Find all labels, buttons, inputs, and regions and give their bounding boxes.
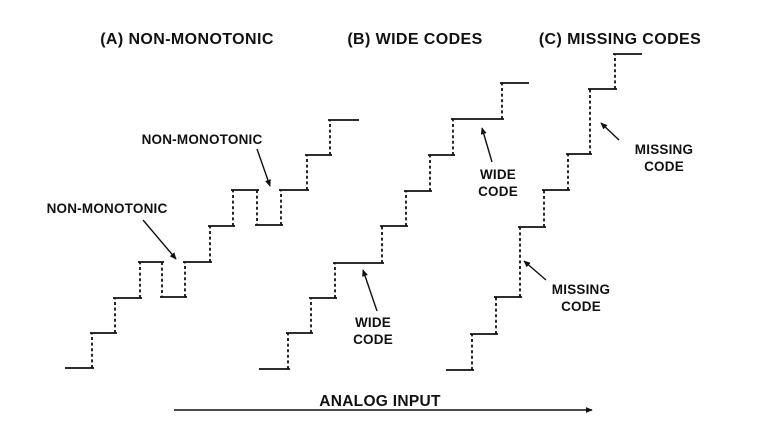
panel-title-c: (C) MISSING CODES: [539, 31, 701, 48]
annotation-arrow-missing-code-2: [600, 122, 620, 141]
annotation-label-non-monotonic-1: NON-MONOTONIC: [47, 201, 168, 216]
annotation-non-monotonic-2: NON-MONOTONIC: [142, 132, 271, 187]
annotation-arrow-non-monotonic-2: [256, 148, 271, 187]
annotation-non-monotonic-1: NON-MONOTONIC: [47, 201, 177, 260]
panel-title-a: (A) NON-MONOTONIC: [100, 31, 274, 48]
annotation-arrow-missing-code-1: [523, 260, 547, 281]
panel-titles: (A) NON-MONOTONIC (B) WIDE CODES (C) MIS…: [100, 31, 701, 48]
analog-input-label: ANALOG INPUT: [319, 393, 441, 410]
panel-title-b: (B) WIDE CODES: [347, 31, 482, 48]
annotation-arrow-wide-code-1: [362, 269, 378, 312]
staircase-non-monotonic: [65, 119, 359, 369]
annotation-label-non-monotonic-2: NON-MONOTONIC: [142, 132, 263, 147]
annotation-arrow-wide-code-2: [480, 127, 493, 163]
analog-input-axis: ANALOG INPUT: [174, 393, 593, 413]
staircase-wide-codes: [259, 82, 529, 370]
staircase-missing-codes: [446, 53, 642, 371]
annotation-arrow-non-monotonic-1: [142, 219, 177, 260]
staircase-curves: [65, 53, 642, 371]
